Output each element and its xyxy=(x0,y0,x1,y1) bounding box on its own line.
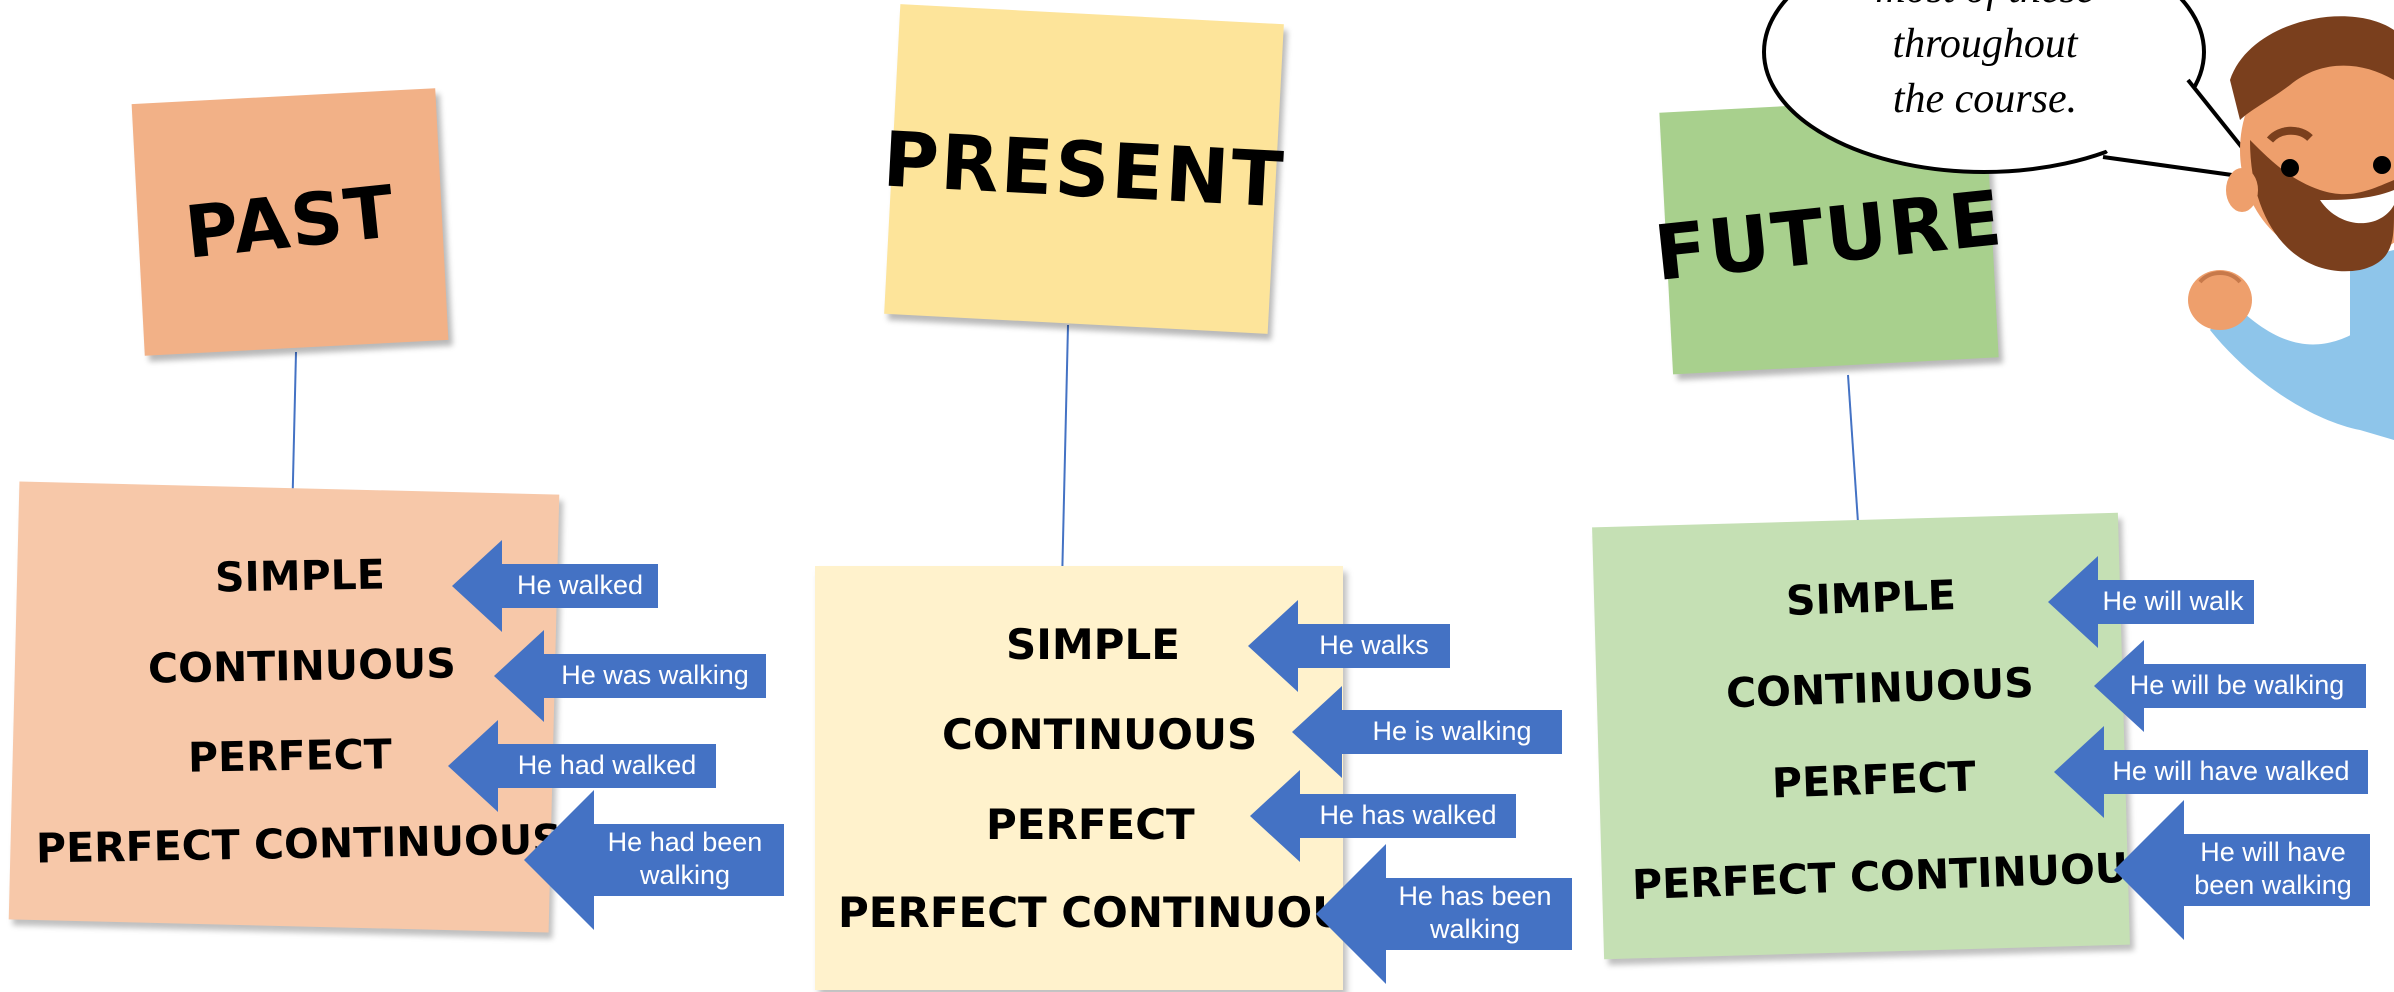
future-example-continuous-text: He will be walking xyxy=(2129,670,2345,700)
character-mouth xyxy=(2320,190,2394,224)
past-label-continuous: CONTINUOUS xyxy=(147,639,457,693)
character-eye xyxy=(2373,156,2391,174)
present-example-perfect-continuous: He has been walking xyxy=(1316,844,1572,984)
past-example-continuous: He was walking xyxy=(494,630,766,722)
character-hair xyxy=(2230,16,2394,120)
past-title: PAST xyxy=(131,88,449,356)
speech-bubble-text: most of these throughout the course. xyxy=(1875,0,2094,122)
present-box xyxy=(815,566,1343,990)
present-connector xyxy=(1052,324,1073,594)
present-label-continuous: CONTINUOUS xyxy=(942,710,1258,759)
present-example-perfect-continuous-text: He has been walking xyxy=(1398,881,1552,944)
past-label-perfect: PERFECT xyxy=(187,730,393,782)
present-title-text: PRESENT xyxy=(880,114,1288,224)
future-example-simple: He will walk xyxy=(2048,556,2254,648)
past-title-text: PAST xyxy=(180,169,400,275)
past-label-simple: SIMPLE xyxy=(214,550,386,602)
speech-bubble xyxy=(1762,0,2270,182)
past-example-perfect-continuous-text: He had been walking xyxy=(607,827,763,890)
character-arm xyxy=(2210,300,2394,440)
past-example-perfect-text: He had walked xyxy=(517,750,697,780)
present-example-continuous: He is walking xyxy=(1292,686,1562,778)
future-label-simple: SIMPLE xyxy=(1785,571,1957,625)
present-example-simple-text: He walks xyxy=(1319,630,1429,660)
present-example-simple: He walks xyxy=(1248,600,1450,692)
present-label-perfect-continuous: PERFECT CONTINUOUS xyxy=(838,888,1377,937)
past-example-perfect: He had walked xyxy=(448,720,716,812)
future-example-simple-text: He will walk xyxy=(2102,586,2244,616)
cartoon-character xyxy=(2188,16,2394,440)
present-example-continuous-text: He is walking xyxy=(1372,716,1532,746)
character-shirt xyxy=(2350,250,2394,440)
character-ear xyxy=(2226,168,2258,212)
character-eye xyxy=(2281,159,2299,177)
future-example-perfect-text: He will have walked xyxy=(2112,756,2350,786)
present-label-simple: SIMPLE xyxy=(1006,620,1180,669)
past-example-simple-text: He walked xyxy=(516,570,644,600)
present-example-perfect: He has walked xyxy=(1250,770,1516,862)
past-example-continuous-text: He was walking xyxy=(561,660,749,690)
character-fist xyxy=(2188,270,2252,330)
future-example-perfect-continuous: He will have been walking xyxy=(2114,800,2370,940)
past-example-perfect-continuous: He had been walking xyxy=(524,790,784,930)
future-example-perfect: He will have walked xyxy=(2054,726,2368,818)
future-example-perfect-continuous-text: He will have been walking xyxy=(2194,837,2352,900)
future-label-perfect: PERFECT xyxy=(1771,752,1977,808)
future-example-continuous: He will be walking xyxy=(2094,640,2366,732)
present-label-perfect: PERFECT xyxy=(986,800,1195,849)
present-title: PRESENT xyxy=(880,4,1288,334)
past-example-simple: He walked xyxy=(452,540,658,632)
past-label-perfect-continuous: PERFECT CONTINUOUS xyxy=(35,815,563,873)
present-example-perfect-text: He has walked xyxy=(1319,800,1497,830)
